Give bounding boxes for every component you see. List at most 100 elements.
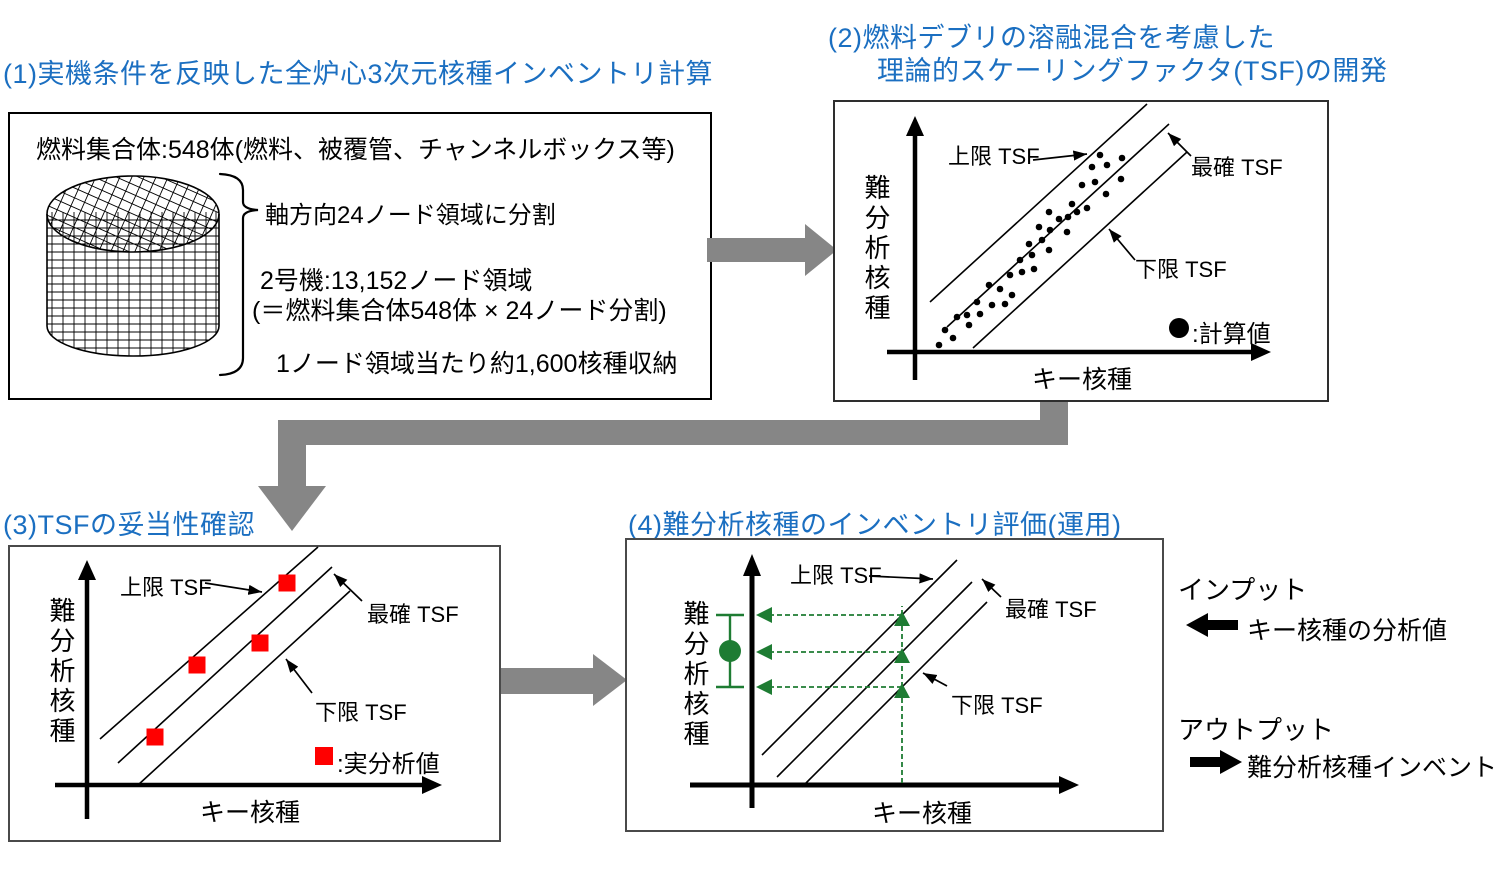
x-axis-arrowhead xyxy=(1251,343,1271,361)
calc-point xyxy=(1030,265,1038,273)
lower-tsf-line xyxy=(972,151,1188,349)
calc-point xyxy=(988,301,996,309)
calc-point xyxy=(976,310,984,318)
calc-point xyxy=(935,341,943,349)
cylinder-side-vlines xyxy=(51,212,217,356)
flow-arrow-3to4 xyxy=(497,654,627,706)
calc-point xyxy=(973,298,981,306)
panel2-title-line1: (2)燃料デブリの溶融混合を考慮した xyxy=(828,23,1275,53)
panel1-title: (1)実機条件を反映した全炉心3次元核種インベントリ計算 xyxy=(3,59,714,89)
left-arrowhead-upper xyxy=(756,607,772,623)
y-axis-label: 難分析核種 xyxy=(46,597,76,747)
calc-point xyxy=(953,313,961,321)
y-axis-label: 難分析核種 xyxy=(861,174,891,324)
upper-tsf-label: 上限 TSF xyxy=(120,575,212,600)
input-arrow-icon xyxy=(1186,613,1238,637)
lower-tsf-label: 下限 TSF xyxy=(951,693,1043,718)
y-axis-arrowhead xyxy=(906,116,924,136)
upper-tsf-line xyxy=(929,103,1148,303)
calc-point xyxy=(1078,181,1086,189)
calc-point xyxy=(1045,246,1053,254)
output-arrow-icon xyxy=(1190,750,1242,774)
y-axis-label: 難分析核種 xyxy=(680,600,710,750)
up-arrowhead-lower xyxy=(894,683,910,698)
panel1-box: 燃料集合体:548体(燃料、被覆管、チャンネルボックス等) xyxy=(8,112,712,400)
panel3-title: (3)TSFの妥当性確認 xyxy=(3,510,255,540)
lower-tsf-line xyxy=(801,601,988,788)
measured-point xyxy=(146,728,164,746)
calc-point xyxy=(941,326,949,334)
lower-tsf-label: 下限 TSF xyxy=(315,700,407,725)
calc-point xyxy=(1016,256,1024,264)
calc-point xyxy=(1038,236,1046,244)
flow-arrow-1to2 xyxy=(707,224,837,276)
calc-point xyxy=(1018,268,1026,276)
calc-point xyxy=(1006,271,1014,279)
best-tsf-label: 最確 TSF xyxy=(367,602,459,627)
lower-tsf-line xyxy=(137,590,351,786)
measured-points xyxy=(146,574,296,746)
best-tsf-label: 最確 TSF xyxy=(1191,155,1283,180)
calc-point xyxy=(1068,200,1076,208)
x-axis-label: キー核種 xyxy=(1031,366,1132,394)
calc-point xyxy=(1118,154,1126,162)
calc-point xyxy=(1046,226,1054,234)
best-tsf-pointer-arrow xyxy=(1167,132,1192,157)
up-arrowhead-best xyxy=(894,648,910,663)
calc-point xyxy=(1102,190,1110,198)
cylinder-side-hlines xyxy=(47,219,219,356)
unit2-node-detail: (＝燃料集合体548体 × 24ノード分割) xyxy=(252,297,667,325)
core-wireframe-cylinder xyxy=(46,175,220,357)
measured-legend-marker xyxy=(315,747,333,765)
panel2-title-line2: 理論的スケーリングファクタ(TSF)の開発 xyxy=(877,56,1388,86)
flow-arrow-2to3 xyxy=(258,398,1068,531)
upper-tsf-label: 上限 TSF xyxy=(790,563,882,588)
y-axis-arrowhead xyxy=(743,554,761,576)
best-estimate-point xyxy=(719,640,741,662)
panel2-box: 上限 TSF 最確 TSF 下限 TSF 難分析核種 キー核種 :計算値 xyxy=(833,100,1329,402)
x-axis-arrowhead xyxy=(422,776,442,794)
measured-point xyxy=(188,656,206,674)
input-desc: キー核種の分析値 xyxy=(1247,617,1448,645)
lower-tsf-pointer-arrow xyxy=(922,672,948,687)
calc-point xyxy=(1083,204,1091,212)
calc-point xyxy=(1073,208,1081,216)
calc-point xyxy=(1025,240,1033,248)
calc-point xyxy=(1055,215,1063,223)
unit2-node-note: 2号機:13,152ノード領域 xyxy=(260,267,533,295)
measured-legend-text: :実分析値 xyxy=(337,751,440,778)
panel4-title: (4)難分析核種のインベントリ評価(運用) xyxy=(628,510,1122,540)
calc-point xyxy=(1117,175,1125,183)
lower-tsf-pointer-arrow xyxy=(285,658,313,694)
output-title: アウトプット xyxy=(1178,715,1335,745)
panel3-box: 上限 TSF 最確 TSF 下限 TSF 難分析核種 キー核種 :実分析値 xyxy=(8,545,501,842)
calc-point xyxy=(1001,300,1009,308)
nuclides-per-node-note: 1ノード領域当たり約1,600核種収納 xyxy=(276,350,678,378)
left-arrowhead-lower xyxy=(756,679,772,695)
lower-tsf-pointer-arrow xyxy=(1108,228,1136,261)
calc-point xyxy=(1103,161,1111,169)
upper-tsf-line xyxy=(761,559,958,756)
calc-point xyxy=(1045,208,1053,216)
tsf-validation-plot xyxy=(55,546,442,819)
calc-point xyxy=(1091,178,1099,186)
best-tsf-pointer-arrow xyxy=(981,578,1002,598)
axial-split-note: 軸方向24ノード領域に分割 xyxy=(265,202,556,229)
brace-bracket xyxy=(218,172,259,377)
best-tsf-label: 最確 TSF xyxy=(1005,597,1097,622)
calc-legend-marker xyxy=(1169,318,1189,338)
calc-point xyxy=(1064,213,1072,221)
calc-scatter-points xyxy=(935,151,1126,349)
measured-point xyxy=(278,574,296,592)
x-axis-arrowhead xyxy=(1059,776,1079,794)
upper-tsf-pointer-arrow xyxy=(204,582,263,595)
calc-point xyxy=(1088,163,1096,171)
best-tsf-pointer-arrow xyxy=(333,573,363,602)
calc-point xyxy=(963,311,971,319)
upper-tsf-label: 上限 TSF xyxy=(948,144,1040,169)
input-title: インプット xyxy=(1178,575,1308,605)
x-axis-label: キー核種 xyxy=(199,799,300,827)
calc-point xyxy=(1096,151,1104,159)
inventory-evaluation-plot xyxy=(690,554,1079,808)
calc-point xyxy=(1028,251,1036,259)
